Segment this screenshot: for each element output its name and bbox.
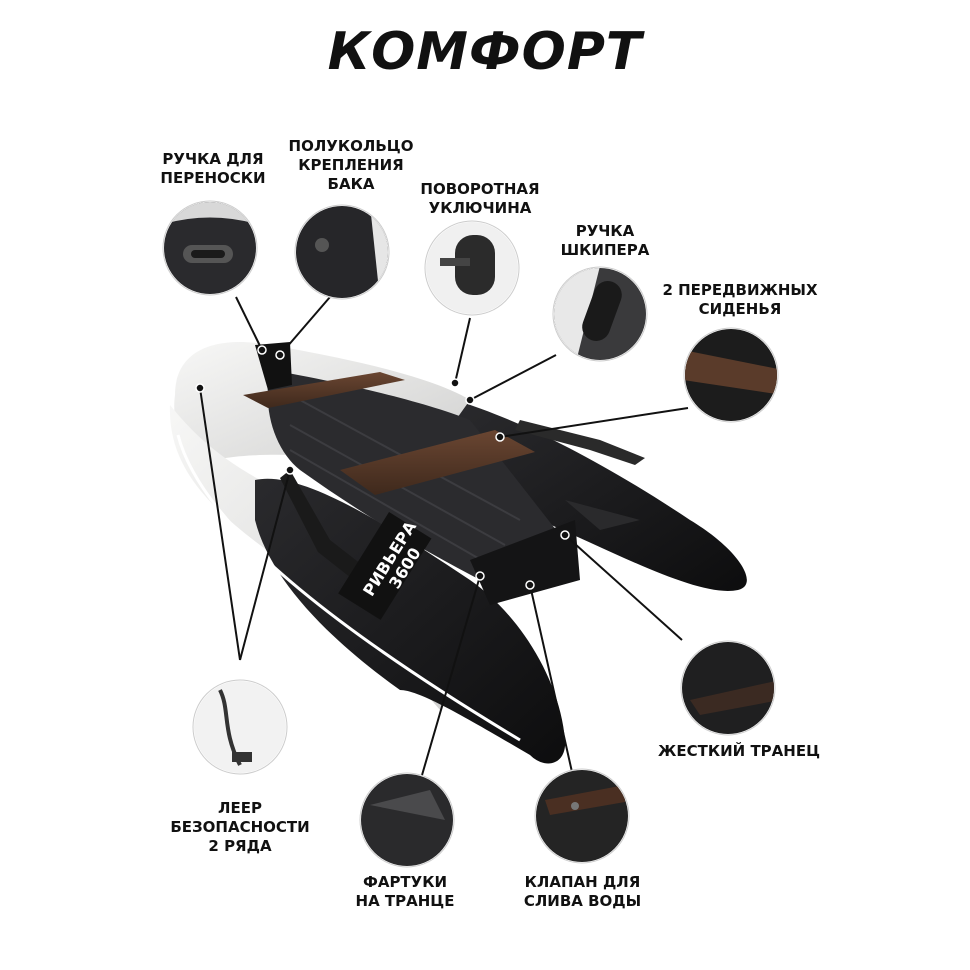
- detail-aprons: [359, 772, 455, 868]
- detail-tank-ring: [294, 204, 390, 300]
- hull-branding: [338, 512, 432, 620]
- detail-safety-line: [192, 679, 288, 775]
- detail-transom: [680, 640, 776, 736]
- leader-lines: [199, 296, 689, 783]
- label-transom: ЖЕСТКИЙ ТРАНЕЦ: [658, 742, 820, 760]
- detail-drain-valve: [534, 768, 630, 864]
- leader-dots: [195, 345, 570, 590]
- label-skipper-handle: РУЧКА ШКИПЕРА: [560, 222, 650, 259]
- oar-right: [515, 420, 645, 465]
- transom-apron: [565, 500, 640, 530]
- right-tube: [455, 400, 747, 591]
- page-title: КОМФОРТ: [327, 22, 643, 82]
- label-oarlock: ПОВОРОТНАЯ УКЛЮЧИНА: [420, 180, 540, 217]
- seat-rear: [340, 430, 535, 495]
- label-carry-handle: РУЧКА ДЛЯ ПЕРЕНОСКИ: [160, 150, 266, 187]
- transom: [470, 520, 580, 605]
- oar-left: [280, 470, 375, 585]
- label-drain-valve: КЛАПАН ДЛЯ СЛИВА ВОДЫ: [523, 873, 642, 910]
- seat-front: [243, 372, 405, 408]
- detail-carry-handle: [162, 200, 258, 296]
- keel-stripe: [176, 434, 521, 742]
- detail-seats: [683, 327, 779, 423]
- detail-oarlock: [424, 220, 520, 316]
- label-safety-line: ЛЕЕР БЕЗОПАСНОСТИ 2 РЯДА: [170, 799, 310, 855]
- label-tank-ring: ПОЛУКОЛЬЦО КРЕПЛЕНИЯ БАКА: [288, 137, 414, 193]
- label-aprons: ФАРТУКИ НА ТРАНЦЕ: [355, 873, 455, 910]
- label-seats: 2 ПЕРЕДВИЖНЫХ СИДЕНЬЯ: [662, 281, 818, 318]
- detail-skipper-handle: [552, 266, 648, 362]
